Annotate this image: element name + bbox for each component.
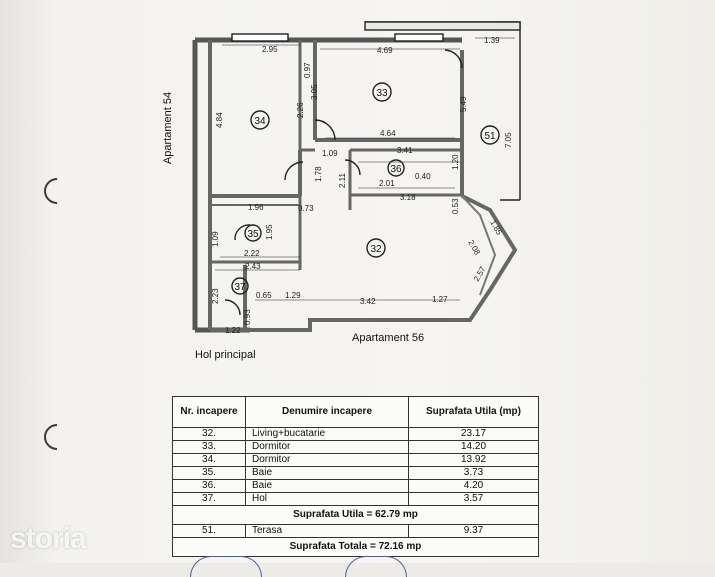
room-area-cell: 3.73 [408,466,539,480]
room-number: 37 [234,282,246,293]
dimension-label: 1.22 [225,326,241,335]
room-number-cell: 35. [172,466,246,480]
dimension-label: 3.18 [400,193,416,202]
room-number: 35 [247,229,259,240]
neighbour-apartment-text: Apartament 54 [162,91,174,165]
room-number: 33 [376,88,388,99]
dimension-label: 0.97 [303,62,312,78]
room-area-cell: 4.20 [408,479,539,493]
dimension-label: 3.42 [360,297,376,306]
neighbour-apartment-label: Apartament 56 [352,332,425,344]
dimension-label: 2.43 [245,262,261,271]
dimension-label: 1.20 [451,154,460,170]
room-number-cell: 32. [172,427,246,441]
column-header: Suprafata Utila (mp) [408,396,539,428]
dimension-label: 0.73 [298,204,314,213]
room-area-cell: 13.92 [408,453,539,467]
main-hall-label: Hol principal [195,349,256,361]
floor-plan: 34 33 51 36 35 32 37 2.95 4.69 1.39 0.97… [192,21,521,335]
room-number: 51 [484,131,496,142]
dimension-label: 0.53 [451,198,460,214]
dimension-label: 1.27 [432,295,448,304]
room-name-cell: Dormitor [245,440,409,454]
dimension-label: 0.93 [243,309,252,325]
table-row: 37. Hol 3.57 [172,492,539,506]
dimension-label: 4.84 [215,112,224,128]
dimension-label: 5.49 [459,96,468,112]
subtotal-row: Suprafata Utila = 62.79 mp [172,505,539,525]
dimension-label: 4.64 [380,129,396,138]
room-number-cell: 36. [172,479,246,493]
room-number-cell: 51. [172,524,246,538]
dimension-label: 2.95 [262,45,278,54]
dimension-label: 1.96 [248,203,264,212]
room-name-cell: Baie [245,466,409,480]
table-row: 33. Dormitor 14.20 [172,440,539,454]
dimension-label: 2.01 [379,179,395,188]
table-row: 34. Dormitor 13.92 [172,453,539,467]
dimension-label: 0.65 [256,291,272,300]
room-area-cell: 9.37 [408,524,539,538]
column-header: Denumire incapere [245,396,409,428]
room-area-cell: 14.20 [408,440,539,454]
room-number-cell: 37. [172,492,246,506]
table-row: 32. Living+bucatarie 23.17 [172,427,539,441]
room-name-cell: Hol [245,492,409,506]
room-name-cell: Living+bucatarie [245,427,409,441]
total-area: Suprafata Totala = 72.16 mp [172,537,539,557]
room-number-cell: 34. [172,453,246,467]
dimension-label: 3.05 [310,84,319,100]
room-number: 32 [370,244,382,255]
dimension-label: 2.11 [338,172,347,188]
table-row: 35. Baie 3.73 [172,466,539,480]
room-number: 34 [254,116,266,127]
neighbour-apartment-label: Apartament 54 [158,90,178,170]
watermark-logo: storia [10,522,87,555]
dimension-label: 4.69 [377,46,393,55]
dimension-label: 7.05 [504,132,513,148]
room-number: 36 [390,164,402,175]
dimension-label: 1.78 [314,166,323,182]
dimension-label: 1.09 [211,231,220,247]
area-table: Nr. incapere Denumire incapere Suprafata… [172,396,539,557]
dimension-label: 1.95 [265,224,274,240]
stamp-mark [345,556,407,577]
room-name-cell: Dormitor [245,453,409,467]
dimension-label: 1.29 [285,291,301,300]
total-row: Suprafata Totala = 72.16 mp [172,537,539,557]
room-area-cell: 3.57 [408,492,539,506]
column-header: Nr. incapere [172,396,246,428]
dimension-label: 0.40 [415,172,431,181]
dimension-label: 2.26 [296,102,305,118]
room-name-cell: Baie [245,479,409,493]
table-header-row: Nr. incapere Denumire incapere Suprafata… [172,396,539,428]
dimension-label: 2.22 [244,249,260,258]
table-row: 51. Terasa 9.37 [172,524,539,538]
dimension-label: 3.41 [397,146,413,155]
stamp-mark [190,556,262,577]
usable-area-total: Suprafata Utila = 62.79 mp [172,505,539,525]
dimension-label: 1.39 [484,36,500,45]
room-name-cell: Terasa [245,524,409,538]
room-number-cell: 33. [172,440,246,454]
dimension-label: 2.08 [466,239,482,257]
dimension-label: 2.23 [211,288,220,304]
dimension-label: 1.85 [488,219,504,237]
table-row: 36. Baie 4.20 [172,479,539,493]
dimension-label: 1.09 [322,149,338,158]
room-area-cell: 23.17 [408,427,539,441]
